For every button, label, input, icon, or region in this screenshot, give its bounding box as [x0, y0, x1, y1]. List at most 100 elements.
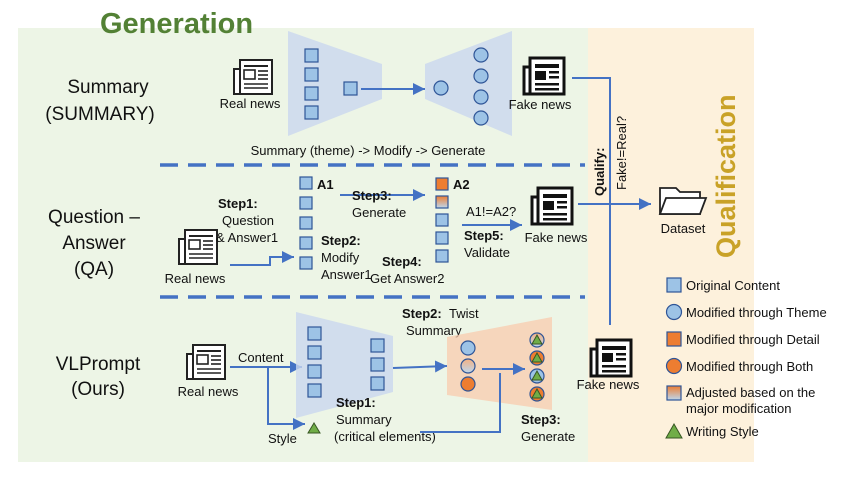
- real-news-label: Real news: [220, 96, 281, 111]
- qualify-condition: Fake!=Real?: [614, 116, 629, 190]
- both-modified-circle: [460, 376, 476, 392]
- legend-label-4: Adjusted based on the: [686, 385, 815, 400]
- adjusted-square: [435, 195, 449, 209]
- vl-step2-line2: Summary: [406, 323, 462, 338]
- original-content-square: [304, 48, 319, 63]
- real-news-label: Real news: [178, 384, 239, 399]
- answer1-label: A1: [317, 177, 334, 192]
- row-title-qa-2: Answer: [62, 233, 126, 254]
- qa-square: [299, 216, 313, 230]
- vl-step1-label: Step1:: [336, 395, 376, 410]
- qa-step2-line2: Answer1: [321, 267, 372, 282]
- theme-circle: [473, 110, 489, 126]
- summary-square: [370, 338, 385, 353]
- qualification-title: Qualification: [711, 94, 741, 258]
- fake-news-label: Fake news: [525, 230, 588, 245]
- qa-step1-label: Step1:: [218, 196, 258, 211]
- qualify-label: Qualify:: [592, 148, 607, 196]
- answer2-label: A2: [453, 177, 470, 192]
- arrow-twist: [392, 360, 448, 373]
- fake-news-label: Fake news: [509, 97, 572, 112]
- qa-step4-label: Step4:: [382, 254, 422, 269]
- detail-square: [435, 177, 449, 191]
- qa-square: [299, 256, 313, 270]
- legend-orange-circle-icon: [665, 357, 683, 375]
- theme-circle: [460, 340, 476, 356]
- original-content-square: [307, 383, 322, 398]
- row-title-qa: Question –: [48, 207, 140, 228]
- qa-square: [435, 249, 449, 263]
- qa-square: [435, 231, 449, 245]
- arrow-style-feed: [420, 373, 501, 433]
- summary-square: [370, 357, 385, 372]
- qa-step1-line2: & Answer1: [216, 230, 278, 245]
- legend-orange-square-icon: [666, 331, 682, 347]
- vl-step2-label: Step2:: [402, 306, 442, 321]
- dataset-label: Dataset: [661, 221, 706, 236]
- theme-circle: [473, 68, 489, 84]
- qa-step2-label: Step2:: [321, 233, 361, 248]
- vl-step1-line1: Summary: [336, 412, 392, 427]
- qualify-line: [572, 77, 611, 325]
- qa-square: [299, 176, 313, 190]
- qa-step3-label: Step3:: [352, 188, 392, 203]
- writing-style-triangle: [307, 422, 321, 434]
- arrow-question-answer: [230, 251, 294, 266]
- styled-output-marker: [529, 350, 545, 366]
- original-content-square: [307, 345, 322, 360]
- real-news-label: Real news: [165, 271, 226, 286]
- fake-news-icon: [589, 338, 633, 378]
- fake-news-label: Fake news: [577, 377, 640, 392]
- fake-news-icon: [522, 56, 566, 96]
- theme-circle: [473, 47, 489, 63]
- real-news-icon: [186, 344, 226, 380]
- row-title-summary: Summary: [67, 77, 149, 98]
- legend-label-4b: major modification: [686, 401, 792, 416]
- real-news-icon: [178, 229, 218, 265]
- vl-step3-label: Step3:: [521, 412, 561, 427]
- original-content-square: [307, 326, 322, 341]
- original-content-square: [307, 364, 322, 379]
- theme-circle: [473, 89, 489, 105]
- generation-title: Generation: [100, 8, 253, 40]
- adjusted-circle: [460, 358, 476, 374]
- vl-step2-line1: Twist: [449, 306, 479, 321]
- summary-square: [343, 81, 358, 96]
- qa-step5-line1: Validate: [464, 245, 510, 260]
- qa-step4-line1: Get Answer2: [370, 271, 444, 286]
- qa-step1-line1: Question: [222, 213, 274, 228]
- original-content-square: [304, 105, 319, 120]
- row-title-qa-sub: (QA): [74, 259, 114, 280]
- legend: Original Content Modified through Theme …: [665, 277, 827, 439]
- legend-label-2: Modified through Detail: [686, 332, 820, 347]
- legend-blue-circle-icon: [665, 303, 683, 321]
- styled-output-marker: [529, 368, 545, 384]
- legend-green-triangle-icon: [665, 422, 683, 439]
- legend-blue-square-icon: [666, 277, 682, 293]
- vl-step1-line2: (critical elements): [334, 429, 436, 444]
- summary-caption: Summary (theme) -> Modify -> Generate: [251, 143, 486, 158]
- legend-label-5: Writing Style: [686, 424, 759, 439]
- style-label: Style: [268, 431, 297, 446]
- original-content-square: [304, 86, 319, 101]
- legend-label-1: Modified through Theme: [686, 305, 827, 320]
- qa-square: [299, 236, 313, 250]
- qa-step3-line1: Generate: [352, 205, 406, 220]
- legend-label-3: Modified through Both: [686, 359, 813, 374]
- qa-square: [435, 213, 449, 227]
- qa-step5-label: Step5:: [464, 228, 504, 243]
- summary-square: [370, 376, 385, 391]
- row-title-vlprompt-sub: (Ours): [71, 379, 125, 400]
- row-title-summary-sub: (SUMMARY): [45, 104, 154, 125]
- fake-news-icon: [530, 186, 574, 226]
- qa-square: [299, 196, 313, 210]
- original-content-square: [304, 67, 319, 82]
- theme-circle: [433, 80, 449, 96]
- decoder-trapezoid: [425, 31, 512, 136]
- vl-step3-line1: Generate: [521, 429, 575, 444]
- row-title-vlprompt: VLPrompt: [56, 354, 141, 375]
- styled-output-marker: [529, 332, 545, 348]
- content-label: Content: [238, 350, 284, 365]
